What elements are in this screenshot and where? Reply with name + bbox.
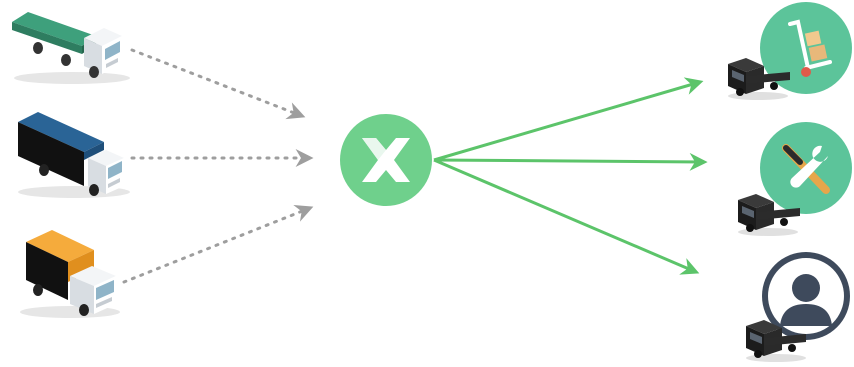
wrench-screwdriver-icon bbox=[760, 122, 852, 214]
outgoing-arrow-2 bbox=[433, 152, 708, 171]
outgoing-arrows bbox=[433, 77, 708, 275]
incoming-arrow-1 bbox=[130, 48, 306, 120]
dark-truck-icon bbox=[728, 58, 790, 100]
incoming-arrows bbox=[122, 48, 314, 284]
dark-truck-icon bbox=[746, 320, 806, 362]
orange-box-truck-icon bbox=[20, 230, 120, 318]
outgoing-arrow-1 bbox=[433, 77, 704, 162]
incoming-arrow-3 bbox=[122, 204, 314, 284]
blue-box-truck-icon bbox=[18, 112, 130, 198]
hand-truck-boxes-icon bbox=[760, 2, 852, 94]
x-logo-icon bbox=[340, 114, 432, 206]
green-flatbed-truck-icon bbox=[12, 12, 130, 84]
dark-truck-icon bbox=[738, 194, 800, 236]
outgoing-arrow-3 bbox=[433, 158, 700, 275]
user-silhouette-icon bbox=[762, 252, 850, 340]
